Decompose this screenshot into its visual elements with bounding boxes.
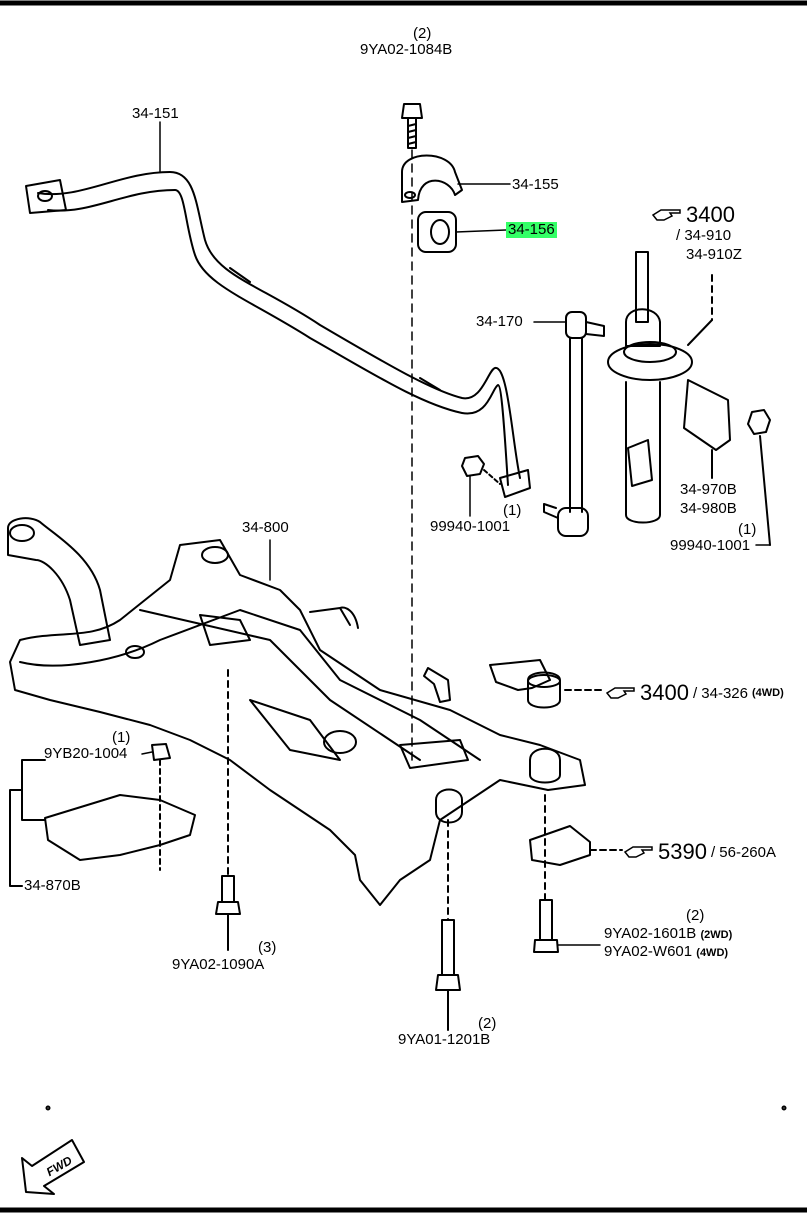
clamp-label: 34-155: [512, 176, 559, 193]
corner-mark-left: [45, 1105, 51, 1111]
stabilizer-link-drawing: [543, 311, 605, 537]
nut-left-drawing: [461, 455, 501, 485]
bolt-lower-mid-drawing: [435, 819, 461, 1031]
bracket-label-a: 34-970B: [680, 481, 737, 498]
nut-left-label: 99940-1001: [430, 518, 511, 535]
nut-right-qty: (1): [738, 521, 757, 538]
ref-mount-part: / 34-326: [692, 684, 748, 702]
right-bracket-drawing: [529, 794, 591, 953]
leader-nut-guard: [141, 751, 153, 755]
bushing-drawing: [417, 211, 457, 253]
ref-mount-number: 3400: [640, 680, 689, 705]
crossmember-drawing: [9, 539, 586, 906]
leader-bushing: [455, 229, 507, 233]
ref-5390-number: 5390: [658, 839, 707, 864]
stab-bar-label: 34-151: [132, 105, 179, 122]
ref-3400-mount: 3400 / 34-326 (4WD): [606, 680, 784, 706]
bolt-top-qty: (2): [413, 25, 432, 42]
crossmember-label: 34-800: [242, 519, 289, 536]
bolt-low-mid-qty: (2): [478, 1015, 497, 1032]
ref-mount-note: (4WD): [752, 687, 784, 699]
guard-drawing: [9, 743, 196, 887]
ref-3400-strut: 3400: [652, 202, 735, 228]
bolt-low-right-a: 9YA02-1601B (2WD): [604, 926, 732, 943]
bolt-low-left-label: 9YA02-1090A: [172, 956, 265, 973]
stabilizer-bar-drawing: [25, 171, 531, 498]
strut-part-b: 34-910Z: [686, 246, 742, 263]
link-label: 34-170: [476, 313, 523, 330]
engine-mount-drawing: [489, 659, 561, 709]
nut-right-label: 99940-1001: [670, 537, 751, 554]
corner-mark-right: [781, 1105, 787, 1111]
nut-left-qty: (1): [503, 502, 522, 519]
top-bolt-drawing: [401, 103, 423, 149]
bolt-low-right-b-part: 9YA02-W601: [604, 943, 693, 960]
bolt-lower-left-drawing: [215, 669, 241, 951]
clamp-drawing: [401, 154, 463, 203]
fwd-arrow-icon: FWD: [21, 1139, 85, 1195]
strut-drawing: [607, 251, 771, 546]
bolt-low-right-b-note: (4WD): [696, 947, 729, 959]
nut-guard-label: 9YB20-1004: [44, 745, 128, 762]
bushing-label: 34-156: [506, 221, 557, 238]
pointing-hand-icon: [606, 687, 635, 699]
nut-guard-qty: (1): [112, 729, 131, 746]
guard-label: 34-870B: [24, 877, 81, 894]
left-arm-drawing: [7, 517, 111, 646]
bolt-low-right-b: 9YA02-W601 (4WD): [604, 944, 728, 961]
ref-5390: 5390 / 56-260A: [624, 839, 776, 865]
ref-3400-number: 3400: [686, 202, 735, 227]
pointing-hand-icon: [624, 846, 653, 858]
bolt-top-label: 9YA02-1084B: [360, 41, 453, 58]
bolt-low-right-a-note: (2WD): [700, 929, 733, 941]
bolt-low-mid-label: 9YA01-1201B: [398, 1031, 491, 1048]
bolt-low-right-a-part: 9YA02-1601B: [604, 925, 697, 942]
strut-part-a: / 34-910: [676, 227, 732, 244]
bracket-label-b: 34-980B: [680, 500, 737, 517]
bolt-low-left-qty: (3): [258, 939, 277, 956]
bolt-low-right-qty: (2): [686, 907, 705, 924]
ref-5390-part: / 56-260A: [710, 843, 776, 861]
pointing-hand-icon: [652, 209, 681, 221]
